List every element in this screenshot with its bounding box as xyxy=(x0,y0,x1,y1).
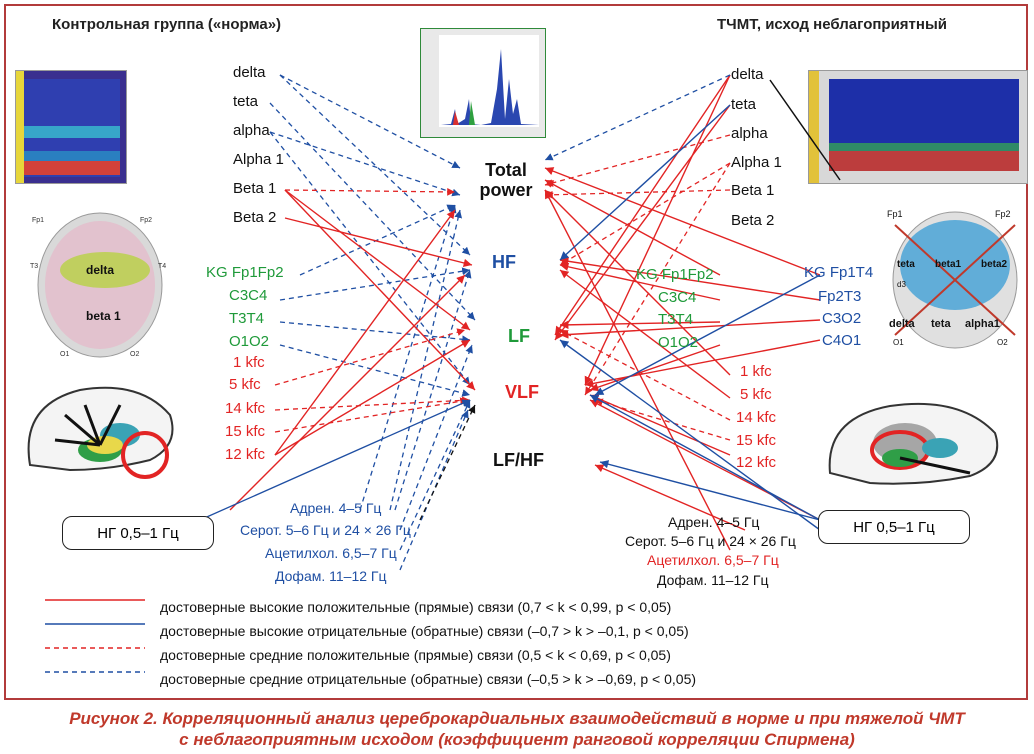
left-brain-sagittal-image xyxy=(27,386,174,479)
rbrain-label-fp2: Fp2 xyxy=(995,209,1011,219)
right-ng-box: НГ 0,5–1 Гц xyxy=(818,510,970,544)
rbrain-label-beta1: beta1 xyxy=(935,259,962,270)
right-header: ТЧМТ, исход неблагоприятный xyxy=(717,16,947,33)
legend-item-high-negative: достоверные высокие отрицательные (обрат… xyxy=(160,623,689,639)
rbrain-label-teta: teta xyxy=(897,259,915,270)
left-kfc-14: 14 kfc xyxy=(225,400,266,417)
right-bottom-acetyl: Ацетилхол. 6,5–7 Гц xyxy=(647,552,779,568)
left-bottom-adren: Адрен. 4–5 Гц xyxy=(290,500,382,516)
left-kfc-5: 5 kfc xyxy=(229,376,261,393)
right-bottom-dofam: Дофам. 11–12 Гц xyxy=(657,572,769,588)
right-kfc-5: 5 kfc xyxy=(740,386,772,403)
left-spectrogram-image xyxy=(15,70,127,184)
left-ng-box: НГ 0,5–1 Гц xyxy=(62,516,214,550)
rbrain-label-delta: delta xyxy=(889,318,916,330)
right-bottom-serot: Серот. 5–6 Гц и 24 × 26 Гц xyxy=(625,533,796,549)
right-band-delta: delta xyxy=(731,66,764,83)
left-green-c3c4: C3C4 xyxy=(229,287,268,304)
left-green-kg: KG Fp1Fp2 xyxy=(206,264,284,281)
legend-item-high-positive: достоверные высокие положительные (прямы… xyxy=(160,599,672,615)
left-band-delta: delta xyxy=(233,64,266,81)
left-bottom-acetyl: Ацетилхол. 6,5–7 Гц xyxy=(265,545,397,561)
right-band-teta: teta xyxy=(731,96,757,113)
left-header: Контрольная группа («норма») xyxy=(52,16,282,33)
hub-total-power: Total power xyxy=(479,160,533,200)
right-band-alpha1: Alpha 1 xyxy=(731,154,782,171)
left-brain-map-image: delta beta 1 Fp1 Fp2 T3 T4 O1 O2 xyxy=(30,212,166,358)
right-green-o1o2: O1O2 xyxy=(658,334,699,351)
brain-label-t4: T4 xyxy=(158,263,166,270)
hub-lfhf: LF/HF xyxy=(493,450,544,470)
right-kfc-15: 15 kfc xyxy=(736,432,777,449)
rbrain-label-beta2: beta2 xyxy=(981,259,1008,270)
rbrain-label-o1: O1 xyxy=(893,338,904,347)
brain-label-fp1: Fp1 xyxy=(32,217,44,224)
rbrain-label-teta2: teta xyxy=(931,318,951,330)
right-bottom-adren: Адрен. 4–5 Гц xyxy=(668,514,760,530)
figure-caption-line2: с неблагоприятным исходом (коэффициент р… xyxy=(179,730,855,749)
left-bottom-dofam: Дофам. 11–12 Гц xyxy=(275,568,387,584)
right-green-t3t4: T3T4 xyxy=(658,311,694,328)
brain-label-delta: delta xyxy=(86,263,114,277)
hub-hf: HF xyxy=(492,252,516,272)
right-blue-c3o2: C3O2 xyxy=(822,310,862,327)
left-bottom-serot: Серот. 5–6 Гц и 24 × 26 Гц xyxy=(240,522,411,538)
left-kfc-1: 1 kfc xyxy=(233,354,265,371)
spectrum-image xyxy=(420,28,546,138)
legend-item-medium-positive: достоверные средние положительные (прямы… xyxy=(160,647,671,663)
right-kfc-12: 12 kfc xyxy=(736,454,777,471)
right-band-beta2: Beta 2 xyxy=(731,212,775,229)
right-band-beta1: Beta 1 xyxy=(731,182,775,199)
right-kfc-14: 14 kfc xyxy=(736,409,777,426)
rbrain-label-fp1: Fp1 xyxy=(887,209,903,219)
left-kfc-12: 12 kfc xyxy=(225,446,266,463)
brain-label-t3: T3 xyxy=(30,263,38,270)
right-blue-c4o1: C4O1 xyxy=(822,332,862,349)
right-green-kg: KG Fp1Fp2 xyxy=(636,266,714,283)
right-blue-kg: KG Fp1T4 xyxy=(804,264,874,281)
brain-label-o2: O2 xyxy=(130,351,139,358)
rbrain-label-o2: O2 xyxy=(997,338,1008,347)
right-brain-map-image: Fp1 Fp2 teta beta1 beta2 d3 delta teta a… xyxy=(887,209,1018,349)
right-kfc-1: 1 kfc xyxy=(740,363,772,380)
left-green-t3t4: T3T4 xyxy=(229,310,265,327)
rbrain-label-alpha1: alpha1 xyxy=(965,318,1000,330)
rbrain-label-d3: d3 xyxy=(897,280,906,289)
right-brain-sagittal-image xyxy=(828,402,999,485)
left-band-teta: teta xyxy=(233,93,259,110)
brain-label-fp2: Fp2 xyxy=(140,217,152,224)
left-green-o1o2: O1O2 xyxy=(229,333,270,350)
hub-vlf: VLF xyxy=(505,382,539,402)
left-kfc-15: 15 kfc xyxy=(225,423,266,440)
hub-lf: LF xyxy=(508,326,530,346)
right-spectrogram-image xyxy=(808,70,1028,184)
left-band-beta2: Beta 2 xyxy=(233,209,277,226)
left-band-alpha1: Alpha 1 xyxy=(233,151,284,168)
figure-frame xyxy=(4,4,1028,700)
brain-label-o1: O1 xyxy=(60,351,69,358)
right-band-alpha: alpha xyxy=(731,125,768,142)
figure-caption-line1: Рисунок 2. Корреляционный анализ церебро… xyxy=(69,709,965,728)
brain-label-beta1: beta 1 xyxy=(86,309,121,323)
right-blue-fp2t3: Fp2T3 xyxy=(818,288,862,305)
right-green-c3c4: C3C4 xyxy=(658,289,697,306)
left-band-beta1: Beta 1 xyxy=(233,180,277,197)
legend-item-medium-negative: достоверные средние отрицательные (обрат… xyxy=(160,671,697,687)
left-band-alpha: alpha xyxy=(233,122,270,139)
